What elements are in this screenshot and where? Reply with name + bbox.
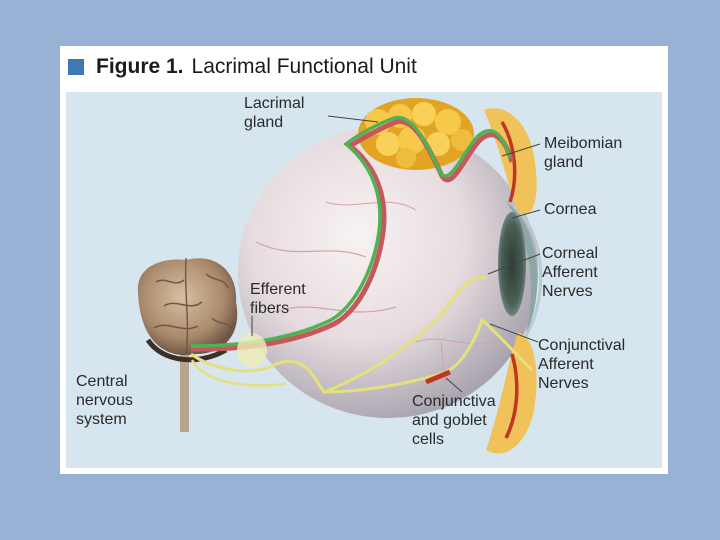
figure-title-row: Figure 1. Lacrimal Functional Unit bbox=[68, 52, 417, 82]
label-conjunctival-afferent-nerves: Conjunctival Afferent Nerves bbox=[538, 337, 626, 392]
label-central-nervous-system: Central nervous system bbox=[76, 373, 133, 428]
leader-lines bbox=[251, 115, 541, 393]
label-corneal-afferent-nerves: Corneal Afferent Nerves bbox=[542, 245, 599, 300]
diagram-panel: Lacrimal gland Meibomian gland Cornea Co… bbox=[66, 92, 662, 468]
efferent-nerve bbox=[190, 115, 515, 352]
figure-card: Figure 1. Lacrimal Functional Unit bbox=[60, 46, 668, 474]
label-meibomian-gland: Meibomian gland bbox=[544, 135, 623, 171]
eyeball-icon bbox=[238, 126, 538, 418]
conjunctiva-marker bbox=[425, 369, 451, 385]
brain-icon bbox=[137, 257, 238, 432]
efferent-ganglion bbox=[237, 333, 267, 367]
figure-number: Figure 1. bbox=[96, 55, 184, 78]
blue-square-icon bbox=[68, 59, 84, 75]
figure-title: Lacrimal Functional Unit bbox=[191, 55, 417, 78]
label-efferent-fibers: Efferent fibers bbox=[250, 281, 306, 317]
diagram-illustration bbox=[137, 98, 543, 454]
label-cornea: Cornea bbox=[544, 201, 597, 218]
label-conjunctiva-goblet-cells: Conjunctiva and goblet cells bbox=[412, 393, 496, 448]
cornea-icon bbox=[498, 202, 543, 343]
label-lacrimal-gland: Lacrimal gland bbox=[244, 95, 305, 131]
afferent-nerves bbox=[190, 275, 534, 394]
